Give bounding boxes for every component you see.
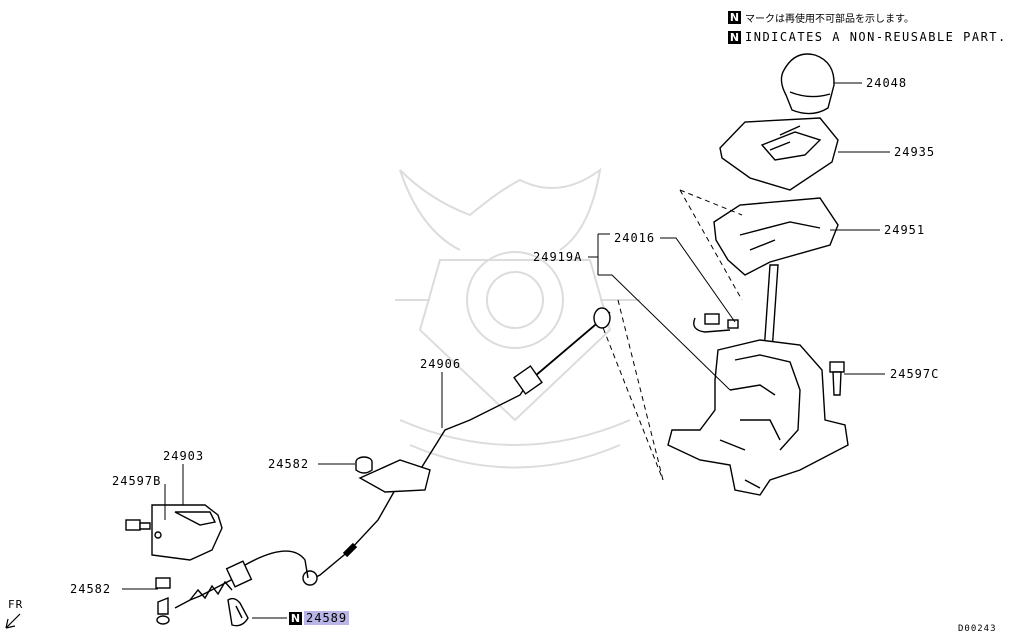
diagram-code: D00243 — [958, 624, 997, 634]
callout-24589-group[interactable]: N 24589 — [289, 611, 350, 625]
legend-english-row: N INDICATES A NON-REUSABLE PART. — [728, 30, 1007, 44]
callout-24016[interactable]: 24016 — [614, 231, 656, 245]
bracket-24903-part — [151, 504, 223, 561]
legend-english-text: INDICATES A NON-REUSABLE PART. — [745, 30, 1007, 44]
non-reusable-badge: N — [728, 30, 741, 44]
bolt-24597c-part — [829, 361, 845, 396]
legend-japanese-text: マークは再使用不可部品を示します。 — [745, 14, 914, 25]
callout-24589[interactable]: 24589 — [304, 611, 350, 625]
front-direction-label: FR — [8, 598, 24, 611]
reference-dashed-lines — [599, 189, 743, 481]
shift-knob-part — [780, 53, 835, 115]
callout-24919a[interactable]: 24919A — [533, 250, 583, 264]
bolt-24597b-part — [125, 519, 151, 531]
watermark-emblem — [395, 167, 640, 469]
indicator-panel-part — [719, 117, 839, 191]
shift-cable-part — [302, 307, 611, 586]
shift-lever-assembly-part — [667, 264, 849, 496]
cable-clip-part — [227, 597, 249, 627]
callout-24935[interactable]: 24935 — [894, 145, 936, 159]
cable-end-part — [155, 550, 309, 625]
leader-lines — [122, 82, 890, 619]
non-reusable-badge: N — [289, 611, 302, 625]
callout-24048[interactable]: 24048 — [866, 76, 908, 90]
legend-japanese-row: N マークは再使用不可部品を示します。 — [728, 10, 914, 25]
callout-24903[interactable]: 24903 — [163, 449, 205, 463]
callout-24597c[interactable]: 24597C — [890, 367, 940, 381]
non-reusable-badge: N — [728, 11, 741, 24]
callout-24951[interactable]: 24951 — [884, 223, 926, 237]
callout-24906[interactable]: 24906 — [420, 357, 462, 371]
callout-24582-lower[interactable]: 24582 — [70, 582, 112, 596]
bezel-part — [713, 197, 839, 276]
front-direction-arrow — [5, 613, 21, 629]
cable-bracket-part — [355, 456, 431, 493]
callout-24597b[interactable]: 24597B — [112, 474, 162, 488]
callout-24582-upper[interactable]: 24582 — [268, 457, 310, 471]
